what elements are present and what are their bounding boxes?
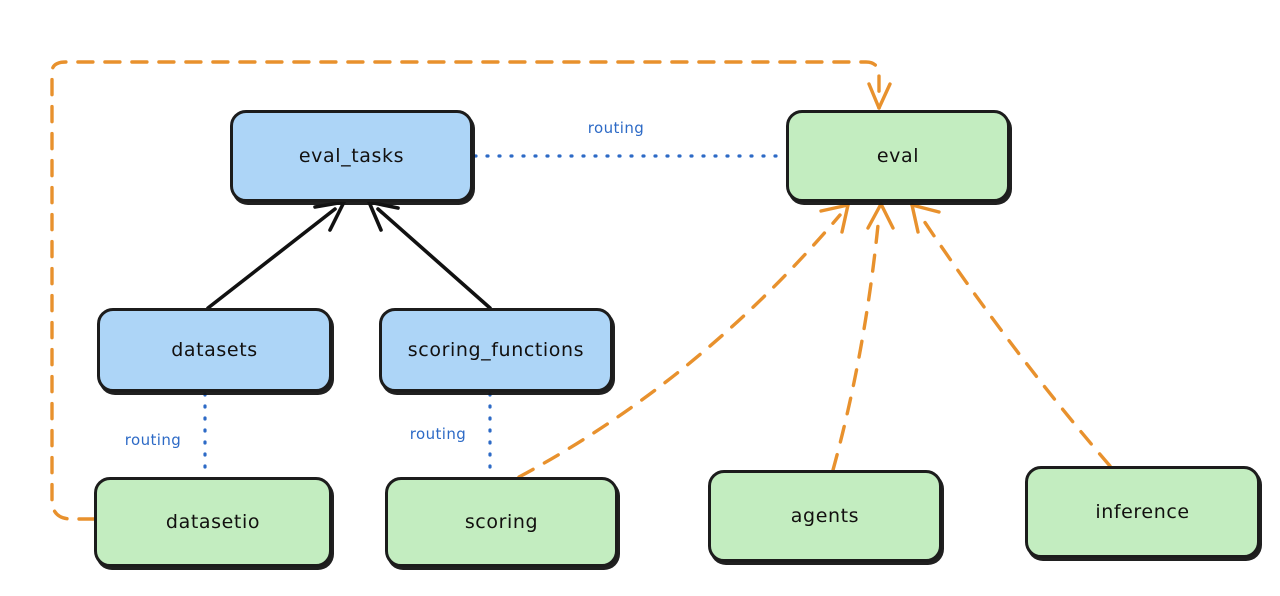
arrowhead-scoring-eval [819,203,850,234]
edge-label-routing-datasets: routing [124,431,182,449]
arrowhead-datasetio-eval [867,82,892,110]
node-label-scoring-functions: scoring_functions [407,339,585,361]
arrowhead-agents-eval [866,202,895,230]
node-label-eval-tasks: eval_tasks [298,145,405,167]
node-label-datasetio: datasetio [165,511,261,533]
node-eval[interactable]: eval [786,110,1010,202]
node-scoring[interactable]: scoring [385,477,618,567]
arrowhead-inference-eval [910,203,941,234]
node-datasetio[interactable]: datasetio [94,477,332,567]
node-label-datasets: datasets [171,339,258,361]
arrowhead-scoringfn-eval_tasks [367,200,400,232]
node-label-agents: agents [790,505,860,527]
node-label-inference: inference [1095,501,1190,523]
node-datasets[interactable]: datasets [97,308,332,392]
arrowhead-datasets-eval_tasks [313,200,346,232]
edge-scoringfn-eval_tasks [376,207,492,310]
node-label-eval: eval [876,145,920,167]
node-eval-tasks[interactable]: eval_tasks [230,110,473,202]
node-inference[interactable]: inference [1025,466,1260,558]
edge-agents-eval [831,213,881,472]
edge-label-routing-eval-tasks: routing [587,119,645,137]
edge-inference-eval [918,213,1112,468]
node-scoring-functions[interactable]: scoring_functions [379,308,613,392]
edge-label-routing-scoring-functions: routing [409,425,467,443]
node-agents[interactable]: agents [708,470,942,562]
node-label-scoring: scoring [464,511,539,533]
edge-datasets-eval_tasks [206,207,337,310]
